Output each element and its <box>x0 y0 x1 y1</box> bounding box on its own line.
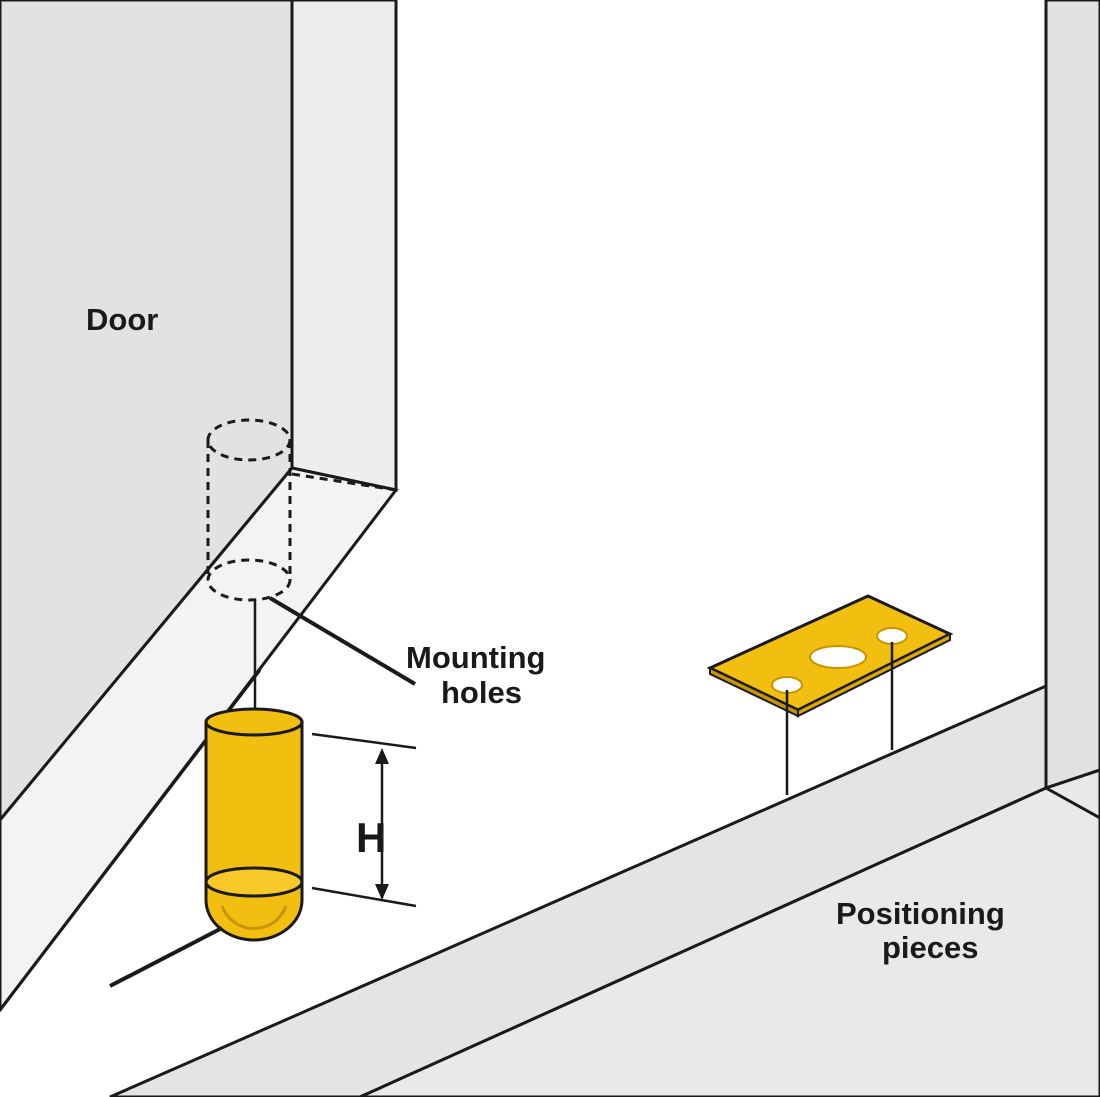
door-stopper <box>204 707 304 942</box>
mounting-holes-leader <box>268 596 417 686</box>
door-label: Door <box>86 302 158 337</box>
positioning-pieces-label-line2: pieces <box>882 930 979 965</box>
mounting-hole-outline <box>206 418 397 602</box>
door-panel <box>0 0 399 1013</box>
height-dimension <box>311 732 417 908</box>
plate-hole-right <box>876 627 908 645</box>
floor-threshold <box>109 683 1100 1097</box>
stopper-tip-leader <box>109 926 223 988</box>
positioning-plate <box>706 594 954 718</box>
wall-corner <box>1044 0 1100 791</box>
height-label: H <box>356 814 386 861</box>
plate-hole-center <box>809 645 867 669</box>
positioning-pieces-label-line1: Positioning <box>836 896 1005 931</box>
mounting-holes-label-line2: holes <box>441 675 522 710</box>
mounting-holes-label-line1: Mounting <box>406 640 545 675</box>
